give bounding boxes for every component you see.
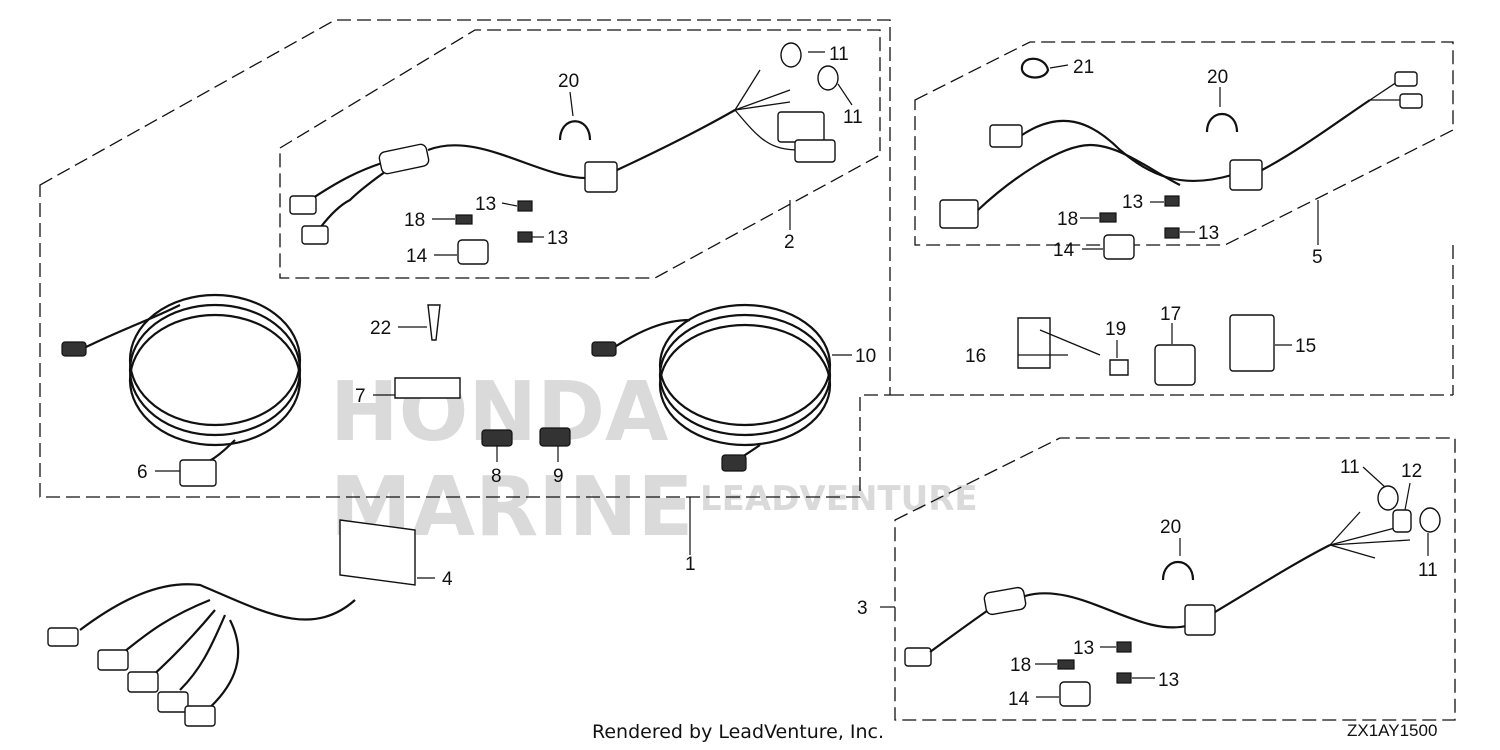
bracket-16 bbox=[1017, 317, 1051, 369]
clip-13-b1 bbox=[1164, 195, 1180, 207]
callout-6[interactable]: 6 bbox=[137, 462, 148, 483]
clip-13-c1 bbox=[1116, 641, 1132, 653]
callout-19[interactable]: 19 bbox=[1105, 319, 1126, 340]
callout-13-e[interactable]: 13 bbox=[1073, 638, 1094, 659]
callout-15[interactable]: 15 bbox=[1295, 336, 1316, 357]
harness-2 bbox=[289, 69, 836, 245]
callout-18-c[interactable]: 18 bbox=[1010, 655, 1031, 676]
callout-14-a[interactable]: 14 bbox=[406, 246, 428, 267]
clip-20-b bbox=[1205, 113, 1239, 133]
harness-5 bbox=[939, 71, 1423, 229]
clip-13-b2 bbox=[1164, 227, 1180, 239]
watermark-line-3: LEADVENTURE bbox=[700, 479, 978, 519]
cap-14-c bbox=[1059, 681, 1091, 707]
holder-17 bbox=[1154, 344, 1196, 386]
callout-13-a[interactable]: 13 bbox=[475, 194, 496, 215]
coil-10 bbox=[591, 303, 832, 472]
callout-9[interactable]: 9 bbox=[553, 466, 564, 487]
watermark: HONDA MARINE LEADVENTURE bbox=[330, 365, 978, 555]
coil-6 bbox=[61, 293, 302, 487]
group-box-3 bbox=[894, 437, 1456, 721]
clip-13-a1 bbox=[517, 200, 533, 212]
callout-18-b[interactable]: 18 bbox=[1057, 209, 1078, 230]
screw-22 bbox=[427, 304, 441, 341]
sleeve-12 bbox=[1392, 509, 1412, 533]
spacer-18-b bbox=[1099, 212, 1117, 223]
rendered-by-credit: Rendered by LeadVenture, Inc. bbox=[592, 721, 884, 743]
terminator-8 bbox=[481, 429, 513, 447]
cap-11-c2 bbox=[1419, 507, 1441, 533]
callout-22[interactable]: 22 bbox=[370, 318, 391, 339]
callout-11-d[interactable]: 11 bbox=[1418, 560, 1438, 581]
clip-20-a bbox=[558, 120, 592, 141]
harness-4 bbox=[47, 519, 416, 727]
harness-3 bbox=[904, 511, 1411, 667]
callout-11-a[interactable]: 11 bbox=[829, 44, 849, 65]
t-connector-7 bbox=[394, 377, 461, 399]
spacer-18-c bbox=[1057, 659, 1075, 670]
callout-14-c[interactable]: 14 bbox=[1008, 689, 1030, 710]
callout-3[interactable]: 3 bbox=[857, 598, 868, 619]
callout-14-b[interactable]: 14 bbox=[1053, 240, 1075, 261]
callouts: 1 2 3 4 5 6 7 8 9 10 11 11 11 11 12 13 1… bbox=[137, 44, 1438, 710]
callout-20-b[interactable]: 20 bbox=[1207, 67, 1228, 88]
callout-8[interactable]: 8 bbox=[491, 466, 502, 487]
relay-15 bbox=[1229, 314, 1275, 372]
callout-13-c[interactable]: 13 bbox=[1122, 192, 1143, 213]
screw-19 bbox=[1109, 359, 1129, 376]
clip-13-c2 bbox=[1116, 672, 1132, 684]
clip-20-c bbox=[1161, 561, 1195, 581]
group-box-1 bbox=[39, 19, 891, 498]
cap-11-a1 bbox=[780, 42, 802, 68]
terminator-9 bbox=[539, 427, 571, 447]
tie-21 bbox=[1020, 57, 1050, 79]
clip-13-a2 bbox=[517, 231, 533, 243]
callout-13-f[interactable]: 13 bbox=[1158, 670, 1179, 691]
callout-16[interactable]: 16 bbox=[965, 346, 986, 367]
callout-20-c[interactable]: 20 bbox=[1160, 517, 1181, 538]
callout-21[interactable]: 21 bbox=[1073, 57, 1094, 78]
cap-11-c1 bbox=[1377, 485, 1399, 511]
callout-5[interactable]: 5 bbox=[1312, 247, 1323, 268]
spacer-18-a bbox=[455, 214, 473, 225]
callout-4[interactable]: 4 bbox=[442, 569, 453, 590]
callout-13-d[interactable]: 13 bbox=[1198, 223, 1219, 244]
leader-lines bbox=[155, 51, 1429, 698]
callout-18-a[interactable]: 18 bbox=[404, 210, 425, 231]
group-box-5 bbox=[914, 41, 1454, 246]
callout-10[interactable]: 10 bbox=[855, 346, 876, 367]
callout-11-c[interactable]: 11 bbox=[1340, 457, 1360, 478]
callout-1[interactable]: 1 bbox=[685, 554, 696, 575]
callout-11-b[interactable]: 11 bbox=[843, 107, 863, 128]
group-box-2 bbox=[279, 29, 881, 279]
callout-13-b[interactable]: 13 bbox=[547, 228, 568, 249]
cap-14-b bbox=[1103, 234, 1135, 260]
callout-2[interactable]: 2 bbox=[784, 232, 795, 253]
cap-11-a2 bbox=[817, 65, 839, 91]
callout-17[interactable]: 17 bbox=[1160, 304, 1181, 325]
diagram-code: ZX1AY1500 bbox=[1347, 721, 1437, 740]
callout-20-a[interactable]: 20 bbox=[558, 71, 579, 92]
cap-14-a bbox=[457, 239, 489, 265]
callout-7[interactable]: 7 bbox=[355, 386, 366, 407]
callout-12[interactable]: 12 bbox=[1401, 461, 1422, 482]
